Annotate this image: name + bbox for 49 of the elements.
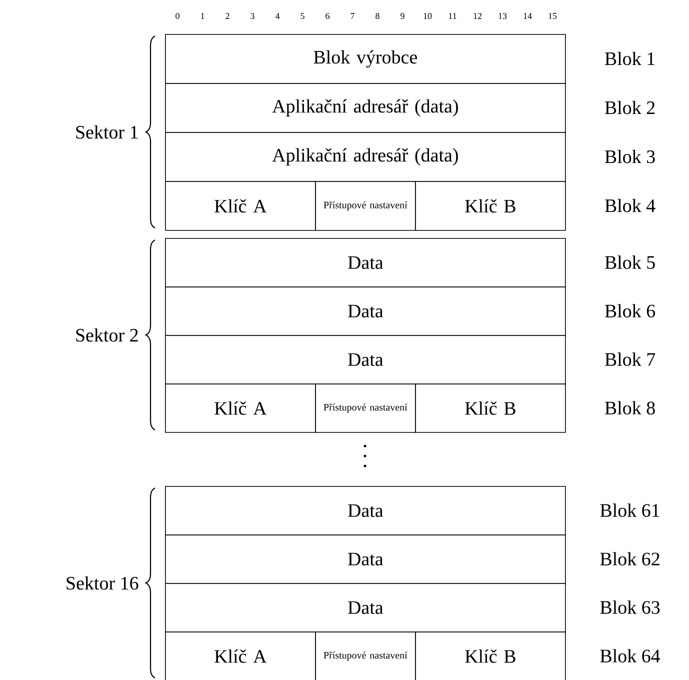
column-number: 12: [474, 13, 482, 19]
block-label: Blok 6: [604, 304, 656, 318]
block-row: Blok výrobce: [165, 34, 566, 84]
block-row: Data: [165, 286, 566, 336]
column-number: 15: [548, 12, 557, 20]
block-row: Data: [165, 335, 566, 384]
block-row: Data: [165, 534, 566, 584]
column-number: 4: [275, 13, 280, 19]
column-number: 0: [176, 12, 180, 20]
column-number: 5: [300, 13, 304, 19]
sector-label: Sektor 1: [76, 125, 138, 139]
block-label: Blok 61: [600, 504, 660, 517]
block-row: Aplikační adresář (data): [165, 132, 566, 182]
block-label: Blok 62: [600, 552, 660, 566]
block-label: Blok 8: [604, 401, 655, 414]
column-number: 10: [424, 12, 432, 20]
block-label: Blok 1: [604, 52, 654, 66]
cell: Klíč B: [415, 632, 566, 680]
block-row: Data: [165, 486, 566, 536]
cell: Přístupové nastavení: [315, 181, 416, 231]
column-number: 2: [226, 13, 230, 19]
column-number: 8: [376, 12, 380, 20]
block-row: Data: [165, 583, 566, 632]
cell: Klíč B: [415, 384, 566, 433]
block-label: Blok 4: [604, 198, 656, 212]
block-label: Blok 64: [600, 649, 660, 662]
sector-label: Sektor 16: [66, 576, 138, 590]
cell: Přístupové nastavení: [315, 632, 416, 680]
column-number: 13: [498, 12, 507, 20]
column-number: 9: [400, 12, 404, 20]
column-number: 11: [448, 13, 456, 19]
column-number: 1: [201, 13, 204, 19]
cell: Přístupové nastavení: [315, 384, 416, 433]
column-number: 14: [524, 13, 532, 19]
cell: Klíč A: [165, 632, 316, 680]
block-label: Blok 3: [604, 150, 655, 164]
cell: Klíč A: [165, 181, 316, 231]
cell: Klíč B: [415, 181, 566, 231]
column-number: 7: [350, 13, 354, 19]
block-label: Blok 5: [604, 256, 655, 269]
column-number: 6: [326, 12, 330, 20]
block-label: Blok 7: [604, 352, 656, 366]
column-number: 3: [250, 12, 254, 20]
block-label: Blok 63: [600, 600, 660, 614]
block-row: Aplikační adresář (data): [165, 83, 566, 133]
block-row: Data: [165, 238, 566, 288]
sector-label: Sektor 2: [76, 328, 138, 342]
cell: Klíč A: [165, 384, 316, 433]
block-label: Blok 2: [604, 100, 655, 114]
